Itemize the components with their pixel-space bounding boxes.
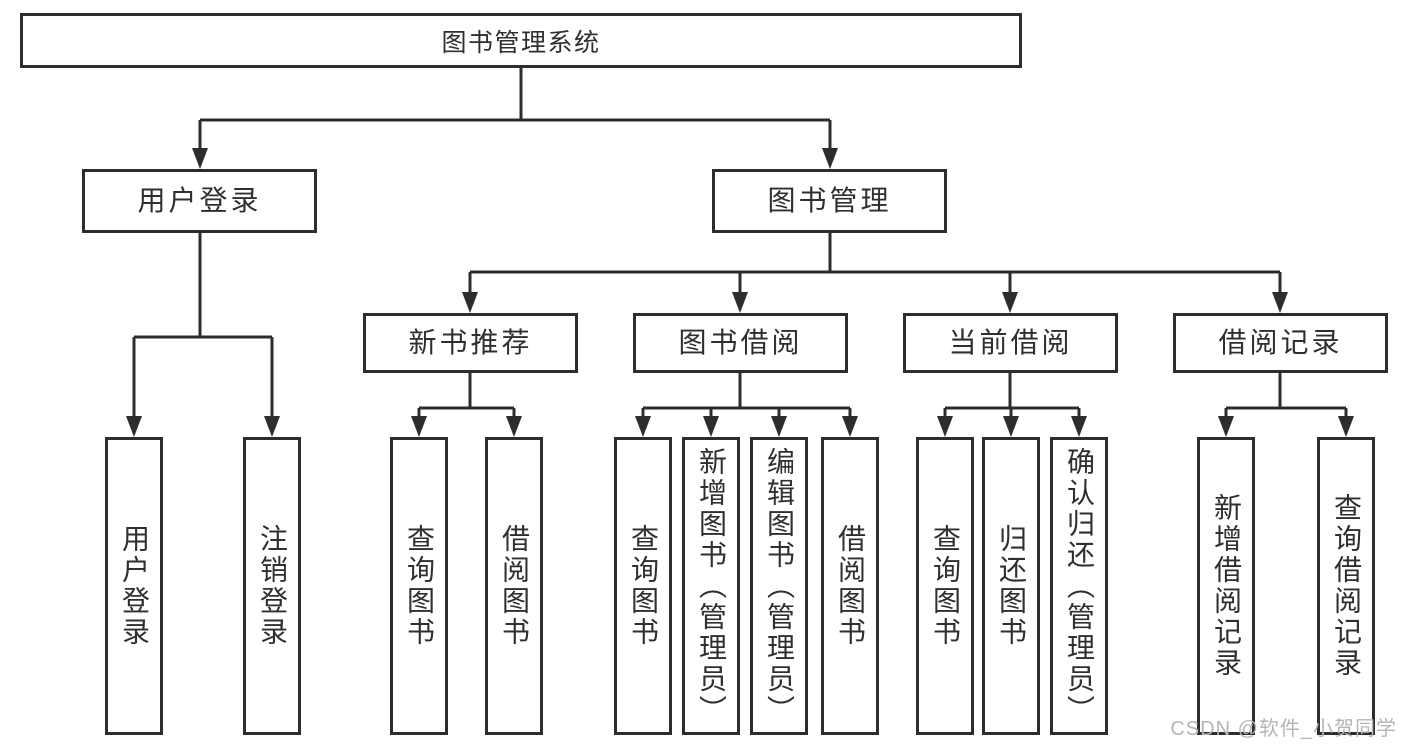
leaf-user-login: 用户登录	[105, 437, 163, 735]
node-library-system: 图书管理系统	[20, 13, 1022, 68]
leaf-return-books: 归还图书	[982, 437, 1040, 735]
leaf-confirm-return-admin: 确认归还（管理员）	[1050, 437, 1108, 735]
node-book-management: 图书管理	[712, 169, 947, 233]
leaf-query-books-recommend: 查询图书	[390, 437, 448, 735]
node-new-book-recommendation: 新书推荐	[363, 313, 578, 373]
leaf-query-books-borrowing: 查询图书	[614, 437, 672, 735]
leaf-add-borrow-record: 新增借阅记录	[1197, 437, 1255, 735]
node-borrowing-records: 借阅记录	[1173, 313, 1388, 373]
node-current-borrowing: 当前借阅	[903, 313, 1118, 373]
leaf-query-borrow-record: 查询借阅记录	[1317, 437, 1375, 735]
node-user-login: 用户登录	[82, 169, 317, 233]
leaf-borrow-books: 借阅图书	[821, 437, 879, 735]
node-book-borrowing: 图书借阅	[633, 313, 848, 373]
leaf-logout: 注销登录	[243, 437, 301, 735]
csdn-watermark: CSDN @软件_小贺同学	[1170, 718, 1397, 740]
leaf-edit-book-admin: 编辑图书（管理员）	[750, 437, 808, 735]
leaf-query-books-current: 查询图书	[916, 437, 974, 735]
leaf-borrow-books-recommend: 借阅图书	[485, 437, 543, 735]
leaf-add-book-admin: 新增图书（管理员）	[682, 437, 740, 735]
